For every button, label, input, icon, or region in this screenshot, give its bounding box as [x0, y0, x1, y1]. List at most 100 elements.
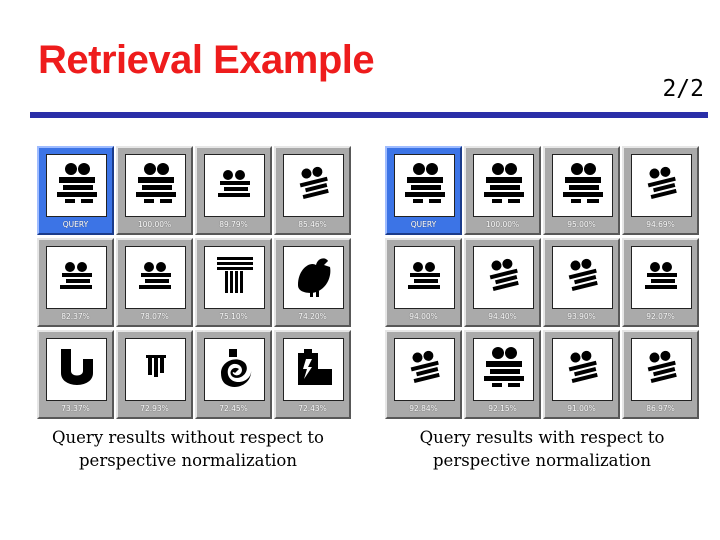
similarity-score: 72.43% — [298, 404, 327, 413]
swirl-icon — [211, 343, 259, 396]
thumbnail — [46, 338, 107, 401]
result-image-tile[interactable]: 94.40% — [464, 238, 541, 327]
result-image-tile[interactable]: 74.20% — [274, 238, 351, 327]
people-tilted-icon — [480, 251, 528, 304]
thumbnail — [283, 246, 344, 309]
similarity-score: 92.07% — [646, 312, 675, 321]
query-image-tile[interactable]: QUERY — [385, 146, 462, 235]
query-label: QUERY — [62, 220, 89, 229]
striped-letter-icon — [211, 251, 259, 304]
query-label: QUERY — [410, 220, 437, 229]
result-image-tile[interactable]: 72.93% — [116, 330, 193, 419]
thumbnail — [283, 338, 344, 401]
similarity-score: 91.00% — [567, 404, 596, 413]
similarity-score: 82.37% — [61, 312, 90, 321]
curved-pipe-icon — [53, 343, 101, 396]
people-group-icon — [401, 159, 449, 212]
result-image-tile[interactable]: 85.46% — [274, 146, 351, 235]
similarity-score: 95.00% — [567, 220, 596, 229]
thumbnail — [394, 154, 455, 217]
similarity-score: 100.00% — [137, 220, 172, 229]
similarity-score: 92.15% — [488, 404, 517, 413]
similarity-score: 78.07% — [140, 312, 169, 321]
result-image-tile[interactable]: 95.00% — [543, 146, 620, 235]
caption-without-normalization: Query results without respect to perspec… — [52, 428, 324, 470]
similarity-score: 75.10% — [219, 312, 248, 321]
thumbnail — [631, 338, 692, 401]
result-image-tile[interactable]: 92.15% — [464, 330, 541, 419]
result-image-tile[interactable]: 92.84% — [385, 330, 462, 419]
people-group-icon — [53, 159, 101, 212]
result-image-tile[interactable]: 78.07% — [116, 238, 193, 327]
thumbnail — [46, 246, 107, 309]
similarity-score: 94.69% — [646, 220, 675, 229]
result-image-tile[interactable]: 94.69% — [622, 146, 699, 235]
people-small-icon — [132, 251, 180, 304]
page-number: 2/2 — [662, 76, 704, 102]
results-grid: QUERY 100.00% 89.79% 85.46% 82.37% 78.07% 75.1… — [37, 146, 351, 419]
thumbnail — [283, 154, 344, 217]
thumbnail — [125, 246, 186, 309]
people-small-icon — [638, 251, 686, 304]
rooster-icon — [290, 251, 338, 304]
result-image-tile[interactable]: 72.45% — [195, 330, 272, 419]
thumbnail — [125, 338, 186, 401]
small-figure-icon — [132, 343, 180, 396]
similarity-score: 72.45% — [219, 404, 248, 413]
people-group-icon — [480, 343, 528, 396]
title-divider — [30, 112, 708, 118]
thumbnail — [552, 338, 613, 401]
people-small-icon — [211, 159, 259, 212]
people-tilted-icon — [559, 251, 607, 304]
people-group-icon — [132, 159, 180, 212]
people-small-icon — [53, 251, 101, 304]
similarity-score: 73.37% — [61, 404, 90, 413]
thumbnail — [46, 154, 107, 217]
people-tilted-icon — [638, 159, 686, 212]
thumbnail — [473, 338, 534, 401]
result-image-tile[interactable]: 82.37% — [37, 238, 114, 327]
similarity-score: 89.79% — [219, 220, 248, 229]
caption-with-normalization: Query results with respect to perspectiv… — [419, 428, 665, 470]
similarity-score: 74.20% — [298, 312, 327, 321]
people-tilted-icon — [290, 159, 338, 212]
people-group-icon — [559, 159, 607, 212]
thumbnail — [552, 246, 613, 309]
result-image-tile[interactable]: 73.37% — [37, 330, 114, 419]
thumbnail — [473, 154, 534, 217]
result-image-tile[interactable]: 86.97% — [622, 330, 699, 419]
similarity-score: 72.93% — [140, 404, 169, 413]
result-image-tile[interactable]: 91.00% — [543, 330, 620, 419]
similarity-score: 100.00% — [485, 220, 520, 229]
result-image-tile[interactable]: 94.00% — [385, 238, 462, 327]
results-panel-with-normalization: QUERY 100.00% 95.00% 94.69% 94.00% 94.40% 93.9… — [385, 146, 699, 419]
result-image-tile[interactable]: 89.79% — [195, 146, 272, 235]
people-group-icon — [480, 159, 528, 212]
result-image-tile[interactable]: 100.00% — [116, 146, 193, 235]
result-image-tile[interactable]: 75.10% — [195, 238, 272, 327]
query-image-tile[interactable]: QUERY — [37, 146, 114, 235]
people-tilted-icon — [638, 343, 686, 396]
results-grid: QUERY 100.00% 95.00% 94.69% 94.00% 94.40% 93.9… — [385, 146, 699, 419]
results-panel-without-normalization: QUERY 100.00% 89.79% 85.46% 82.37% 78.07% 75.1… — [37, 146, 351, 419]
similarity-score: 92.84% — [409, 404, 438, 413]
battery-icon — [290, 343, 338, 396]
people-tilted-icon — [401, 343, 449, 396]
result-image-tile[interactable]: 93.90% — [543, 238, 620, 327]
thumbnail — [631, 154, 692, 217]
people-tilted-icon — [559, 343, 607, 396]
similarity-score: 94.40% — [488, 312, 517, 321]
similarity-score: 85.46% — [298, 220, 327, 229]
thumbnail — [204, 338, 265, 401]
result-image-tile[interactable]: 72.43% — [274, 330, 351, 419]
thumbnail — [473, 246, 534, 309]
thumbnail — [125, 154, 186, 217]
people-small-icon — [401, 251, 449, 304]
thumbnail — [394, 338, 455, 401]
result-image-tile[interactable]: 92.07% — [622, 238, 699, 327]
thumbnail — [204, 246, 265, 309]
thumbnail — [204, 154, 265, 217]
similarity-score: 93.90% — [567, 312, 596, 321]
result-image-tile[interactable]: 100.00% — [464, 146, 541, 235]
thumbnail — [631, 246, 692, 309]
